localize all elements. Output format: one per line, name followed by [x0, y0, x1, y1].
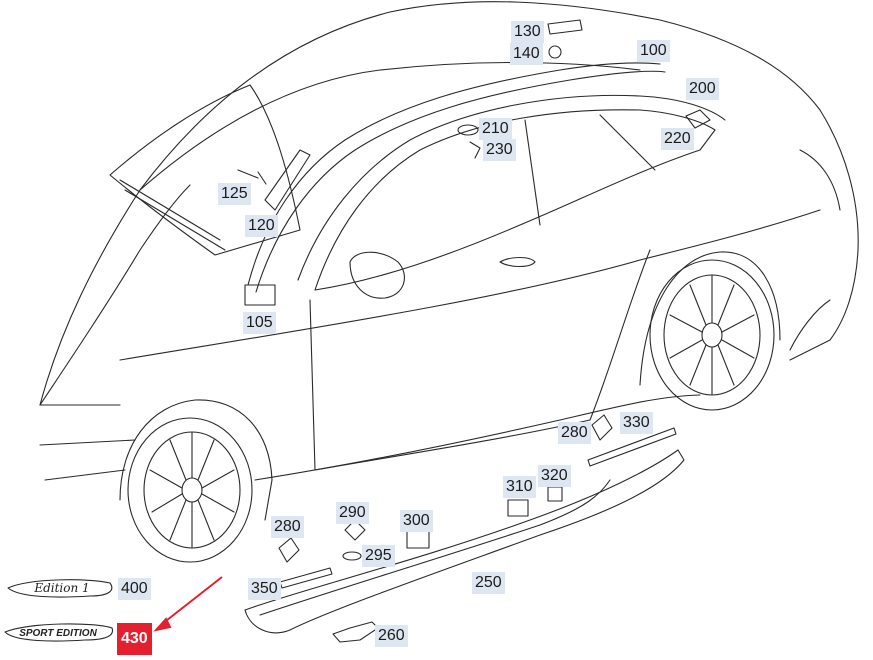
callout-400[interactable]: 400	[118, 578, 151, 600]
part-105	[244, 284, 276, 306]
badge-edition1-shape	[7, 579, 113, 598]
badge-sport-edition-text: SPORT EDITION	[19, 628, 97, 639]
clip-295	[342, 551, 362, 561]
callout-120[interactable]: 120	[245, 215, 278, 237]
sill-line	[254, 394, 701, 481]
callout-210[interactable]: 210	[479, 118, 512, 140]
windshield	[109, 84, 301, 256]
callout-330[interactable]: 330	[620, 412, 653, 434]
clip-280a	[591, 414, 613, 441]
clip-140	[548, 45, 562, 59]
rear-molding	[297, 94, 726, 281]
clip-230	[469, 141, 481, 159]
callout-230[interactable]: 230	[483, 139, 516, 161]
callout-140[interactable]: 140	[510, 43, 543, 65]
callout-320[interactable]: 320	[538, 465, 571, 487]
clip-280b	[278, 537, 300, 563]
beltline	[119, 209, 821, 361]
callout-100[interactable]: 100	[637, 40, 670, 62]
emblem-350	[279, 567, 333, 589]
side-window	[314, 109, 716, 291]
callout-430-highlighted[interactable]: 430	[117, 623, 152, 655]
callout-280-bottom[interactable]: 280	[271, 516, 304, 538]
callout-310[interactable]: 310	[503, 476, 536, 498]
clip-130	[547, 19, 583, 35]
side-mirror	[349, 251, 405, 299]
bolt-125	[237, 169, 267, 185]
callout-290[interactable]: 290	[336, 502, 369, 524]
callout-350[interactable]: 350	[248, 578, 281, 600]
clip-220	[685, 109, 711, 129]
badge-edition1-text: Edition 1	[33, 581, 89, 595]
front-wheel	[119, 399, 273, 563]
bracket-260	[332, 621, 379, 643]
callout-260[interactable]: 260	[375, 625, 408, 647]
wiper	[119, 179, 226, 251]
door-handle	[499, 256, 536, 268]
clip-310	[507, 499, 529, 517]
hood-line	[39, 184, 191, 406]
side-skirt	[244, 449, 685, 634]
callout-250[interactable]: 250	[472, 572, 505, 594]
callout-220[interactable]: 220	[661, 128, 694, 150]
callout-280-top[interactable]: 280	[558, 422, 591, 444]
roof-line	[139, 61, 641, 191]
clip-210	[457, 124, 479, 136]
callout-300[interactable]: 300	[400, 510, 433, 532]
side-skirt-stripe	[259, 479, 611, 616]
rear-end	[789, 149, 841, 351]
badge-sport-shape	[4, 623, 114, 642]
car-body-outline	[39, 1, 859, 406]
callout-105[interactable]: 105	[243, 312, 276, 334]
callout-295[interactable]: 295	[362, 545, 395, 567]
bracket-120	[264, 149, 311, 211]
callout-130[interactable]: 130	[511, 21, 544, 43]
callout-125[interactable]: 125	[218, 183, 251, 205]
callout-200[interactable]: 200	[686, 78, 719, 100]
highlight-arrow	[153, 576, 223, 632]
front-bumper	[39, 404, 136, 481]
window-divider	[524, 114, 656, 226]
a-pillar-molding-inner	[255, 70, 666, 293]
clip-300	[406, 529, 430, 549]
clip-320	[547, 486, 563, 502]
a-pillar-molding	[247, 62, 661, 286]
rear-wheel	[639, 251, 781, 411]
trim-330	[587, 427, 677, 467]
